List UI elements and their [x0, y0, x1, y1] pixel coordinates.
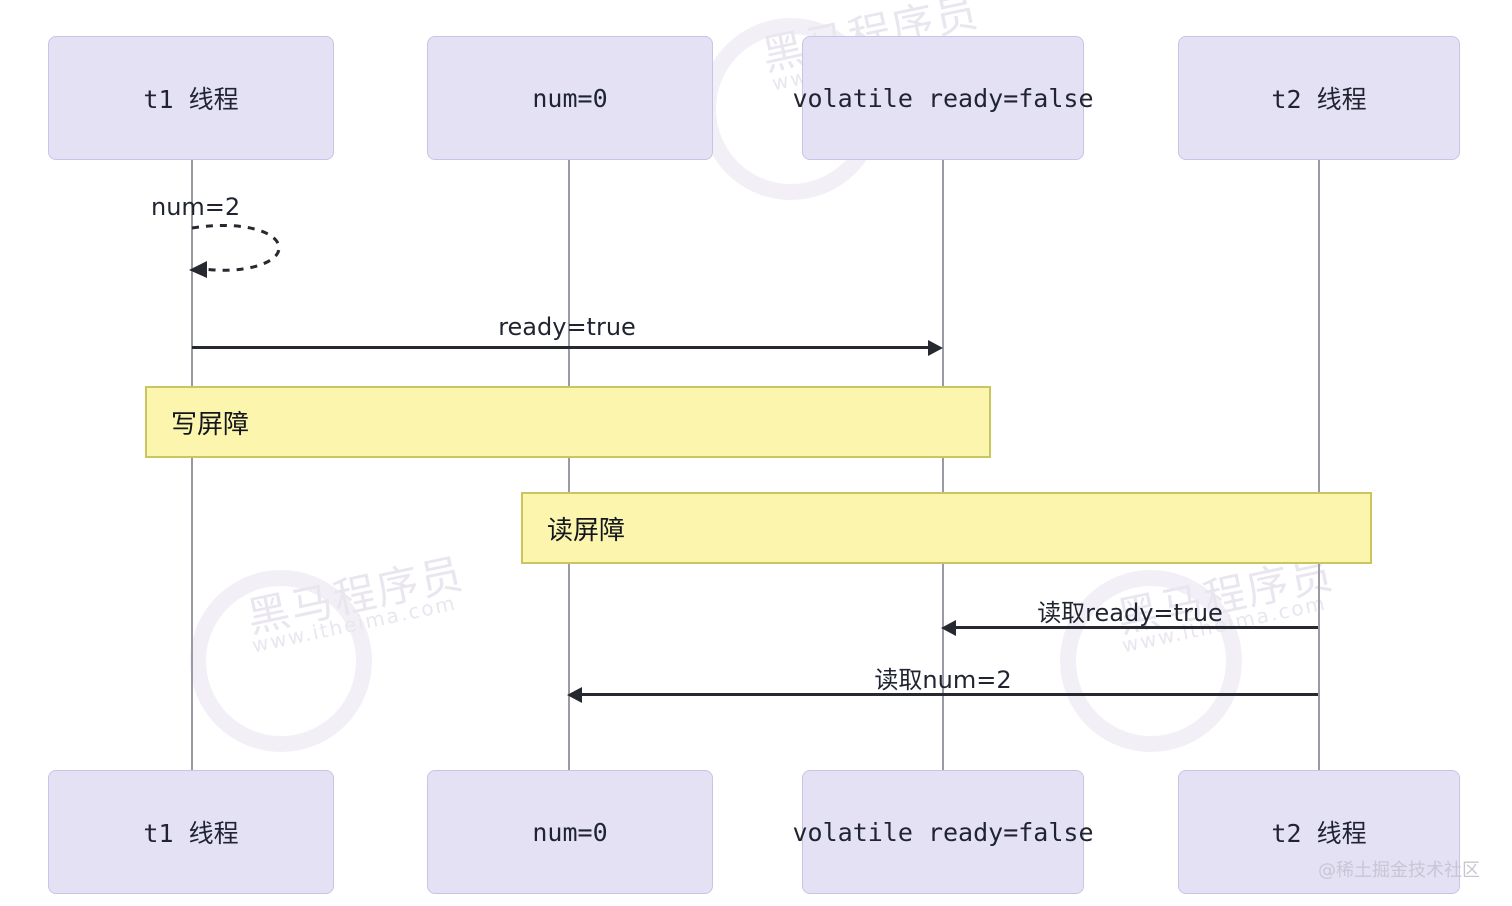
message-label-read-ready: 读取ready=true — [1037, 599, 1223, 627]
participant-label-num: num=0 — [532, 83, 608, 113]
lifeline-t1 — [191, 160, 193, 772]
attribution-text: @稀土掘金技术社区 — [1318, 860, 1480, 881]
message-arrowhead-read-num — [567, 687, 582, 703]
note-label-read-barrier: 读屏障 — [547, 515, 626, 546]
lifeline-num — [568, 160, 570, 772]
lifeline-ready — [942, 160, 944, 772]
participant-box-num-top[interactable]: num=0 — [427, 36, 713, 160]
message-arrowhead-read-ready — [941, 620, 956, 636]
watermark-text: www.itheima.com — [249, 590, 459, 658]
participant-label-t1-bottom: t1 线程 — [143, 819, 239, 848]
participant-label-num-bottom: num=0 — [532, 817, 608, 847]
message-label-read-num: 读取num=2 — [874, 666, 1012, 694]
participant-label-ready: volatile ready=false — [792, 83, 1094, 113]
message-line-read-num — [582, 693, 1318, 696]
watermark-text: 黑马程序员 — [242, 548, 469, 643]
participant-box-ready-top[interactable]: volatile ready=false — [792, 36, 1094, 160]
participant-label-t1: t1 线程 — [143, 85, 239, 114]
message-label-ready-true: ready=true — [498, 313, 636, 341]
participant-box-ready-bottom[interactable]: volatile ready=false — [792, 770, 1094, 894]
note-read-barrier[interactable]: 读屏障 — [521, 492, 1372, 564]
note-label-write-barrier: 写屏障 — [171, 409, 250, 440]
self-message-label-num2: num=2 — [151, 193, 241, 221]
participant-label-t2: t2 线程 — [1271, 85, 1367, 114]
participant-label-t2-bottom: t2 线程 — [1271, 819, 1367, 848]
watermark-ring — [190, 570, 372, 752]
participant-box-t1-top[interactable]: t1 线程 — [48, 36, 334, 160]
participant-label-ready-bottom: volatile ready=false — [792, 817, 1094, 847]
lifeline-t2 — [1318, 160, 1320, 772]
note-write-barrier[interactable]: 写屏障 — [145, 386, 991, 458]
participant-box-t2-top[interactable]: t2 线程 — [1178, 36, 1460, 160]
message-line-ready-true — [192, 346, 928, 349]
message-line-read-ready — [956, 626, 1318, 629]
self-message-loop-num2 — [189, 224, 281, 278]
participant-box-num-bottom[interactable]: num=0 — [427, 770, 713, 894]
message-arrowhead-ready-true — [928, 340, 943, 356]
participant-box-t1-bottom[interactable]: t1 线程 — [48, 770, 334, 894]
participant-box-t2-bottom[interactable]: t2 线程 — [1178, 770, 1460, 894]
